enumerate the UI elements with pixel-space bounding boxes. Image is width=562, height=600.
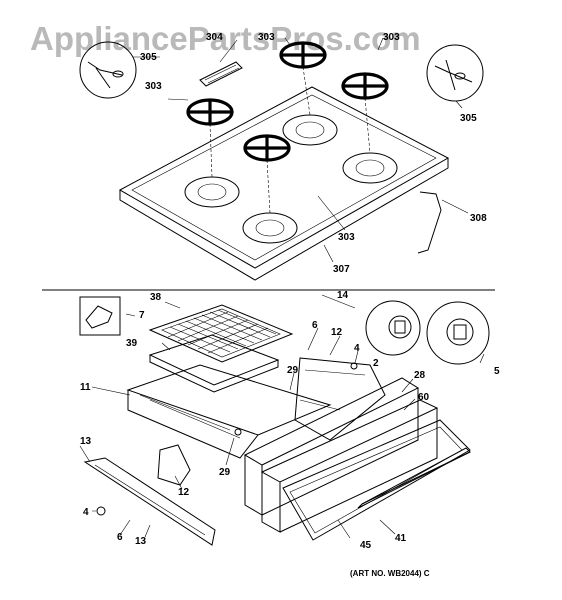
detail-circle-14 <box>365 300 421 356</box>
burner-bowl-rear-right <box>342 152 398 184</box>
broiler-pan <box>148 334 280 393</box>
callout-29: 29 <box>287 365 299 376</box>
burner-bowl-rear-left <box>282 114 338 146</box>
cooktop-assembly <box>118 86 450 281</box>
callout-11: 11 <box>80 382 91 393</box>
screw-4 <box>96 362 358 516</box>
grate-rear-center <box>279 41 327 69</box>
grate-left <box>186 98 234 126</box>
callout-38: 38 <box>150 292 162 303</box>
side-rail-13 <box>83 457 216 546</box>
drawer-inner-panel <box>260 399 439 533</box>
callout-304: 304 <box>206 32 223 43</box>
callout-303: 303 <box>258 32 275 43</box>
drawer-front-45 <box>282 419 471 541</box>
part-7-box <box>79 296 121 336</box>
callout-303: 303 <box>338 232 355 243</box>
grate-rear-right <box>341 72 389 100</box>
detail-circle-305-right <box>426 44 484 102</box>
callout-4: 4 <box>83 507 89 518</box>
back-panel <box>294 357 386 441</box>
callout-13: 13 <box>80 436 92 447</box>
callout-14: 14 <box>337 290 349 301</box>
callout-29: 29 <box>219 467 231 478</box>
callout-305: 305 <box>460 113 477 124</box>
callout-303: 303 <box>383 32 400 43</box>
burner-bowl-front-left <box>184 176 240 208</box>
burner-bowl-front-right <box>242 212 298 244</box>
part-304-bar <box>199 61 243 87</box>
callout-305: 305 <box>140 52 157 63</box>
callout-2: 2 <box>373 358 379 369</box>
rail-41 <box>357 447 471 509</box>
part-308-wire <box>417 191 442 254</box>
detail-circle-5 <box>426 301 490 365</box>
broiler-pan-grid <box>148 304 294 363</box>
bracket-12 <box>157 444 191 486</box>
callout-28: 28 <box>414 370 426 381</box>
broiler-drawer-body <box>126 364 332 459</box>
callout-60: 60 <box>418 392 430 403</box>
detail-circle-305-left <box>79 41 137 99</box>
callout-12: 12 <box>331 327 343 338</box>
callout-39: 39 <box>126 338 138 349</box>
callout-12: 12 <box>178 487 190 498</box>
art-number: (ART NO. WB2044) C <box>350 569 430 578</box>
callout-308: 308 <box>470 213 487 224</box>
callout-45: 45 <box>360 540 372 551</box>
watermark-text: AppliancePartsPros.com <box>30 20 421 57</box>
callout-41: 41 <box>395 533 407 544</box>
callout-13: 13 <box>135 536 147 547</box>
callout-303: 303 <box>145 81 162 92</box>
callout-307: 307 <box>333 264 350 275</box>
callout-7: 7 <box>139 310 145 321</box>
callout-6: 6 <box>117 532 123 543</box>
callout-4: 4 <box>354 343 360 354</box>
callout-6: 6 <box>312 320 318 331</box>
grate-center <box>243 134 291 162</box>
callout-5: 5 <box>494 366 500 377</box>
